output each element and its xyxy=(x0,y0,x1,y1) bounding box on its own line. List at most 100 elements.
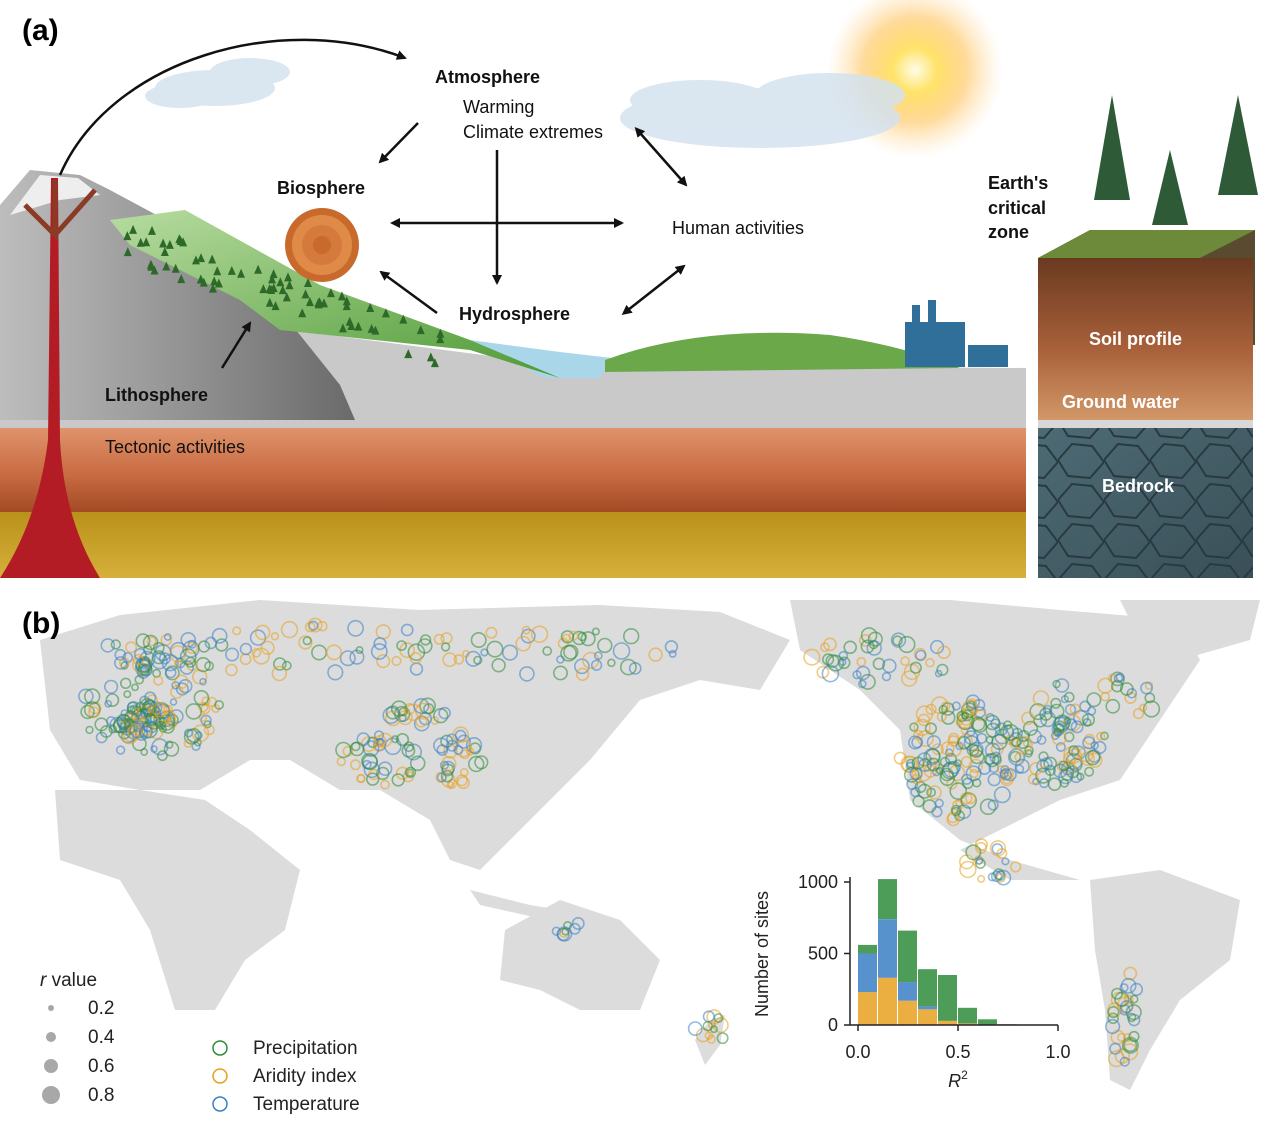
tree-icon xyxy=(314,299,323,309)
site-marker xyxy=(1129,994,1139,1004)
tree-icon xyxy=(269,283,278,293)
site-marker xyxy=(419,634,432,646)
site-marker xyxy=(380,779,390,790)
site-marker xyxy=(1138,703,1148,712)
size-legend: r value 0.2 0.4 0.6 0.8 xyxy=(40,970,115,1106)
site-marker xyxy=(186,641,199,655)
site-marker xyxy=(163,741,180,757)
atmosphere-to-biosphere-arrow xyxy=(378,122,419,164)
tree-icon xyxy=(338,323,347,333)
site-marker xyxy=(272,657,287,671)
site-marker xyxy=(85,725,94,735)
site-marker xyxy=(433,737,450,754)
site-marker xyxy=(519,666,535,682)
tree-icon xyxy=(123,247,132,257)
site-marker xyxy=(446,739,459,752)
panel-a: (a) xyxy=(0,0,1258,578)
volcano-vent xyxy=(23,180,97,242)
site-marker xyxy=(134,674,145,685)
biosphere-label: Biosphere xyxy=(277,178,365,198)
panel-b-label: (b) xyxy=(22,607,60,640)
site-marker xyxy=(1086,692,1102,708)
site-marker xyxy=(909,661,922,674)
ground-water-label: Ground water xyxy=(1062,392,1179,412)
site-marker xyxy=(1140,681,1153,695)
mountain xyxy=(0,170,355,420)
site-marker xyxy=(977,874,986,883)
tree-icon xyxy=(159,238,168,248)
south-america xyxy=(1090,870,1240,1090)
tree-icon xyxy=(337,291,346,301)
site-marker xyxy=(1054,678,1070,693)
site-marker xyxy=(1001,857,1010,866)
site-marker xyxy=(1024,745,1034,756)
histogram-bar-precipitation xyxy=(898,930,917,983)
site-marker xyxy=(281,660,292,671)
site-marker xyxy=(575,667,590,681)
site-marker xyxy=(985,712,995,722)
site-marker xyxy=(271,665,287,682)
site-marker xyxy=(687,1021,703,1036)
site-marker xyxy=(999,768,1012,781)
site-marker xyxy=(710,1025,718,1034)
site-marker xyxy=(391,773,405,787)
site-marker xyxy=(574,658,590,675)
tree-icon xyxy=(254,264,263,274)
tree-icon xyxy=(276,277,285,287)
site-marker xyxy=(843,640,858,655)
site-marker xyxy=(1007,748,1026,766)
site-marker xyxy=(872,657,886,671)
site-marker xyxy=(339,650,356,667)
site-marker xyxy=(881,658,897,674)
site-marker xyxy=(280,620,299,639)
site-marker xyxy=(254,624,271,641)
site-marker xyxy=(927,785,942,800)
site-marker xyxy=(521,625,531,635)
tree-icon xyxy=(278,285,287,295)
greenland xyxy=(1120,600,1260,660)
site-marker xyxy=(1042,704,1053,715)
site-marker xyxy=(204,661,214,671)
site-marker xyxy=(903,766,920,783)
site-marker xyxy=(501,644,519,661)
site-marker xyxy=(612,642,631,660)
x-axis-label-sup: 2 xyxy=(961,1068,968,1082)
site-marker xyxy=(373,636,387,651)
size-legend-marker-2 xyxy=(44,1059,58,1073)
site-marker xyxy=(979,798,997,816)
site-marker xyxy=(860,639,875,654)
tree-icon xyxy=(259,284,268,294)
site-marker xyxy=(989,840,1007,857)
site-marker xyxy=(433,633,445,645)
site-marker xyxy=(158,652,171,665)
site-marker xyxy=(803,648,821,666)
y-tick-label: 1000 xyxy=(798,872,838,892)
site-marker xyxy=(415,715,428,728)
tree-icon xyxy=(177,274,186,284)
site-marker xyxy=(542,646,553,656)
histogram-bar-temperature xyxy=(898,982,917,1001)
site-marker xyxy=(1084,766,1095,777)
site-marker xyxy=(1039,757,1053,771)
site-marker xyxy=(179,660,195,675)
site-marker xyxy=(1108,1050,1126,1068)
site-marker xyxy=(664,640,679,654)
site-marker xyxy=(704,1031,714,1040)
site-marker xyxy=(1055,741,1066,752)
site-marker xyxy=(939,770,956,787)
tree-icon xyxy=(237,268,246,278)
site-marker xyxy=(251,648,262,658)
site-marker xyxy=(441,763,455,777)
tree-icon xyxy=(210,276,219,286)
site-marker xyxy=(1059,778,1069,788)
site-marker xyxy=(1070,771,1083,784)
cloud-icon xyxy=(620,73,905,148)
site-marker xyxy=(214,700,224,710)
hydrosphere-human-arrow xyxy=(621,264,686,315)
site-marker xyxy=(110,639,122,650)
site-marker xyxy=(174,674,189,689)
site-marker xyxy=(898,635,916,654)
site-marker xyxy=(125,641,138,654)
volcano-to-atmosphere-arrow xyxy=(58,38,407,176)
